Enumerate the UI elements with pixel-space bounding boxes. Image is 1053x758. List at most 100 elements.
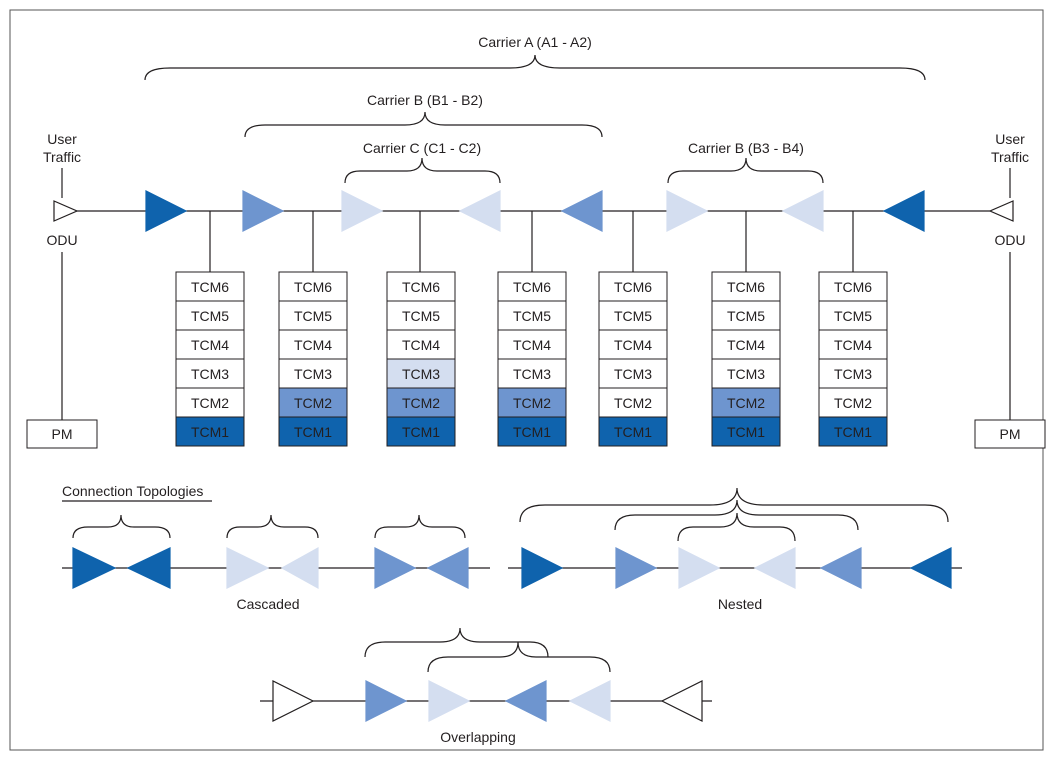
pm-left-label: PM	[52, 426, 73, 442]
tcm-cell-label: TCM3	[402, 366, 440, 382]
nested-label: Nested	[718, 596, 762, 612]
a2-triangle	[882, 190, 925, 232]
tcm-cell-label: TCM2	[834, 395, 872, 411]
overlapping-label: Overlapping	[440, 729, 516, 745]
tcm-cell	[278, 416, 348, 447]
user-traffic-right-line2: Traffic	[991, 149, 1029, 165]
overlapping-tri-3	[428, 680, 471, 722]
cascaded-tri-3	[226, 547, 270, 589]
tcm-cell	[386, 416, 456, 447]
tcm-cell-label: TCM2	[614, 395, 652, 411]
tcm-cell	[497, 271, 567, 302]
carrier-b1-label: Carrier B (B1 - B2)	[367, 92, 483, 108]
tcm-cell-label: TCM1	[191, 424, 229, 440]
tcm-cell-label: TCM6	[513, 279, 551, 295]
tcm-cell-label: TCM2	[727, 395, 765, 411]
overlapping-brace-1	[364, 627, 549, 658]
tcm-cell-label: TCM5	[402, 308, 440, 324]
tcm-cell	[598, 387, 668, 418]
carrier-b2-brace	[667, 157, 824, 184]
frame-border	[9, 9, 1044, 751]
tcm-cell-label: TCM6	[294, 279, 332, 295]
tcm-cell-label: TCM6	[402, 279, 440, 295]
tcm-cell-label: TCM4	[727, 337, 765, 353]
tcm-cell	[278, 358, 348, 389]
tcm-cell-label: TCM1	[402, 424, 440, 440]
tcm-cell	[598, 358, 668, 389]
tcm-cell	[598, 329, 668, 360]
topologies-heading: Connection Topologies	[62, 483, 203, 499]
tcm-cell	[386, 300, 456, 331]
tcm-cell-label: TCM5	[614, 308, 652, 324]
tcm-cell	[497, 387, 567, 418]
tcm-cell-label: TCM3	[513, 366, 551, 382]
tcm-cell	[497, 329, 567, 360]
tcm-cell	[711, 300, 781, 331]
carrier-c-label: Carrier C (C1 - C2)	[363, 140, 481, 156]
carrier-a-label: Carrier A (A1 - A2)	[478, 34, 592, 50]
cascaded-tri-5	[374, 547, 417, 589]
overlapping-tri-6	[660, 680, 703, 722]
cascaded-tri-4	[280, 546, 319, 590]
tcm-cell-label: TCM6	[614, 279, 652, 295]
cascaded-brace-3	[374, 514, 466, 539]
overlapping-tri-1	[272, 680, 315, 722]
tcm-cell-label: TCM4	[834, 337, 872, 353]
odu-right-triangle	[988, 200, 1014, 222]
tcm-cell	[497, 416, 567, 447]
nested-tri-3	[678, 547, 721, 589]
tcm-cell-label: TCM3	[834, 366, 872, 382]
tcm-cell-label: TCM3	[727, 366, 765, 382]
tcm-cell	[497, 358, 567, 389]
cascaded-tri-6	[426, 547, 469, 589]
tcm-cell-label: TCM1	[834, 424, 872, 440]
tcm-cell-label: TCM5	[727, 308, 765, 324]
tcm-cell	[278, 300, 348, 331]
nested-brace-outer	[519, 487, 949, 523]
tcm-cell	[711, 387, 781, 418]
tcm-cell-label: TCM4	[191, 337, 229, 353]
user-traffic-right-line1: User	[995, 131, 1025, 147]
tcm-cell	[175, 358, 245, 389]
tcm-cell	[598, 300, 668, 331]
tcm-cell-label: TCM6	[191, 279, 229, 295]
tcm-cell	[386, 271, 456, 302]
nested-tri-2	[615, 547, 658, 589]
c1-triangle	[341, 190, 384, 232]
tcm-cell-label: TCM4	[513, 337, 551, 353]
b3-triangle	[666, 190, 709, 232]
tcm-cell-label: TCM5	[191, 308, 229, 324]
odu-right-label: ODU	[994, 232, 1025, 248]
tcm-cell-label: TCM2	[294, 395, 332, 411]
tcm-cell-label: TCM4	[294, 337, 332, 353]
tcm-cell-label: TCM5	[834, 308, 872, 324]
odu-left-label: ODU	[46, 232, 77, 248]
tcm-cell-label: TCM1	[614, 424, 652, 440]
tcm-cell	[278, 329, 348, 360]
tcm-cell	[818, 416, 888, 447]
cascaded-brace-1	[72, 514, 171, 539]
tcm-cell-label: TCM2	[191, 395, 229, 411]
cascaded-brace-2	[226, 514, 319, 539]
pm-right-box	[974, 419, 1046, 449]
cascaded-label: Cascaded	[236, 596, 299, 612]
tcm-cell-label: TCM3	[191, 366, 229, 382]
overlapping-tri-2	[365, 680, 408, 722]
carrier-b2-label: Carrier B (B3 - B4)	[688, 140, 804, 156]
nested-tri-5	[819, 547, 862, 589]
a1-triangle	[145, 190, 188, 232]
nested-brace-inner	[677, 512, 796, 542]
overlapping-tri-5	[568, 680, 611, 722]
pm-right-label: PM	[1000, 426, 1021, 442]
tcm-cell	[711, 416, 781, 447]
tcm-cell	[598, 416, 668, 447]
tcm-stacks: TCM6TCM5TCM4TCM3TCM2TCM1TCM6TCM5TCM4TCM3…	[175, 271, 888, 447]
